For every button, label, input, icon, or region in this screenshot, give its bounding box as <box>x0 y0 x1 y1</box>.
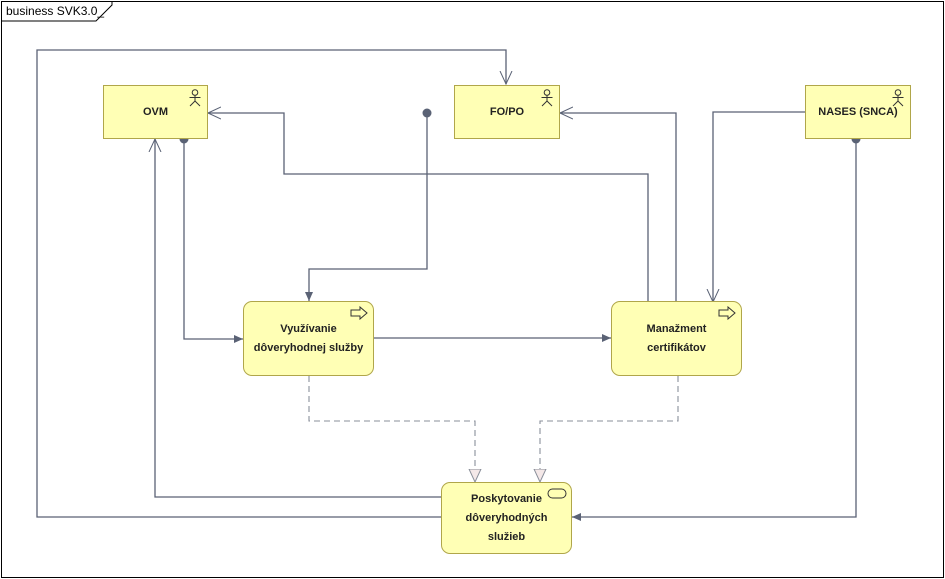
process-vyuzivanie[interactable]: Využívanie dôveryhodnej služby <box>243 301 374 376</box>
connector-nases-manazment[interactable] <box>713 111 805 302</box>
actor-icon <box>189 89 201 107</box>
connector-vyuzivanie-poskytovanie[interactable] <box>308 376 475 482</box>
process-manazment-label: Manažment certifikátov <box>646 322 707 354</box>
diagram-title: business SVK3.0_ <box>6 4 105 18</box>
process-manazment[interactable]: Manažment certifikátov <box>611 301 742 376</box>
actor-fo-po[interactable]: FO/PO <box>454 85 560 139</box>
actor-nases[interactable]: NASES (SNCA) <box>805 85 911 139</box>
service-poskytovanie[interactable]: Poskytovanie dôveryhodných služieb <box>441 482 572 554</box>
connector-ovm-vyuzivanie[interactable] <box>179 134 243 343</box>
service-icon <box>547 488 567 499</box>
connector-manazment-fopo[interactable] <box>560 113 677 301</box>
frame-title-tab <box>1 1 113 22</box>
actor-nases-label: NASES (SNCA) <box>818 105 898 118</box>
actor-icon <box>541 89 553 107</box>
connector-nases-poskytovanie[interactable] <box>572 134 861 521</box>
actor-ovm[interactable]: OVM <box>103 85 208 139</box>
connector-poskytovanie-fopo[interactable] <box>36 49 506 518</box>
actor-ovm-label: OVM <box>142 105 169 118</box>
actor-icon <box>892 89 904 107</box>
service-poskytovanie-label: Poskytovanie dôveryhodných služieb <box>465 492 548 543</box>
connector-manazment-ovm[interactable] <box>208 113 649 301</box>
process-arrow-icon <box>718 306 736 320</box>
connector-fopo-vyuzivanie[interactable] <box>305 108 432 301</box>
actor-fo-po-label: FO/PO <box>489 105 525 118</box>
process-vyuzivanie-label: Využívanie dôveryhodnej služby <box>253 322 364 354</box>
process-arrow-icon <box>350 306 368 320</box>
connector-poskytovanie-ovm[interactable] <box>155 139 441 498</box>
connector-manazment-poskytovanie[interactable] <box>540 376 679 482</box>
